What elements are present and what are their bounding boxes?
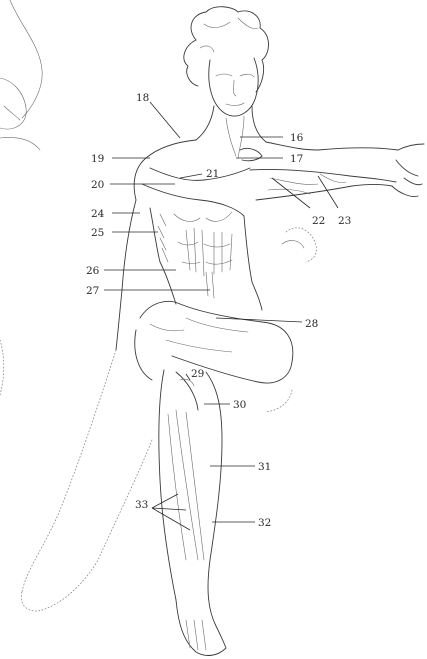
label-32: 32	[258, 517, 271, 529]
leader-23	[318, 176, 338, 208]
label-24: 24	[91, 208, 105, 220]
torso	[142, 168, 262, 310]
label-18: 18	[136, 92, 149, 104]
neck-shoulders	[134, 106, 398, 200]
label-26: 26	[86, 265, 100, 277]
label-20: 20	[91, 179, 104, 191]
label-22: 22	[312, 215, 325, 227]
label-19: 19	[91, 153, 104, 165]
leader-33b	[152, 508, 186, 510]
arm-right	[250, 144, 424, 200]
leg-far	[21, 350, 152, 611]
leader-18	[150, 102, 180, 138]
label-30: 30	[233, 399, 246, 411]
leader-29	[186, 374, 190, 380]
label-23: 23	[338, 215, 351, 227]
callout-labels: 16 17 18 19 20 21 22 23 24 25 26 27 28 2…	[86, 92, 351, 529]
label-33: 33	[135, 499, 148, 511]
leg-crossed	[135, 301, 293, 412]
leader-33a	[152, 494, 178, 508]
label-17: 17	[290, 153, 303, 165]
label-29: 29	[191, 368, 204, 380]
label-31: 31	[258, 461, 271, 473]
label-16: 16	[290, 132, 304, 144]
leader-21	[180, 174, 202, 178]
neighbor-sketch	[0, 0, 42, 395]
head	[184, 7, 269, 116]
label-27: 27	[86, 285, 99, 297]
leg-lower	[159, 370, 226, 655]
label-25: 25	[91, 227, 104, 239]
label-21: 21	[206, 168, 219, 180]
label-28: 28	[305, 318, 318, 330]
leader-33c	[152, 508, 190, 530]
